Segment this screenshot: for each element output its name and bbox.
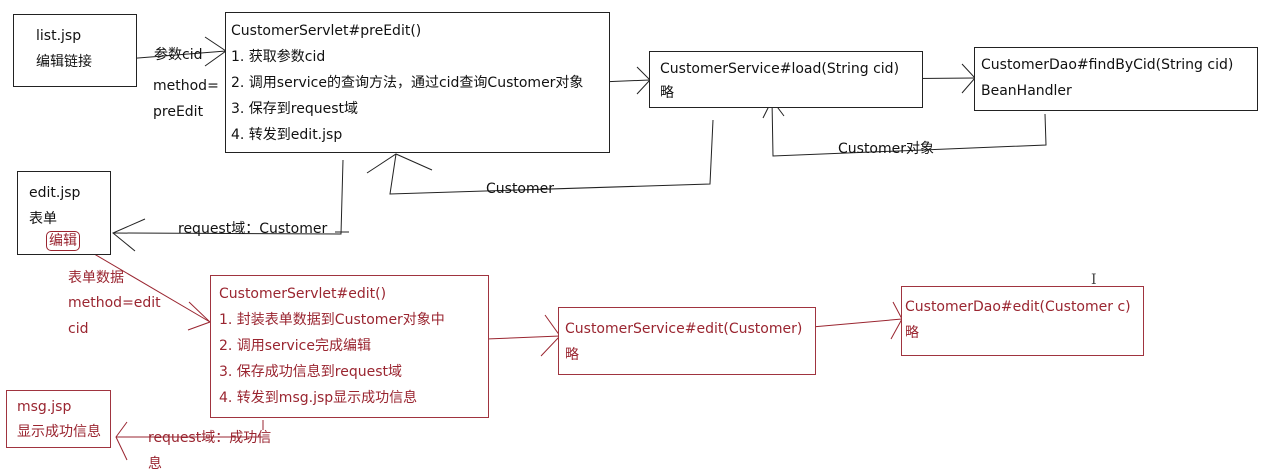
arrowhead [187, 301, 211, 331]
service-edit-box: CustomerService#edit(Customer) 略 [558, 307, 816, 375]
edit-button[interactable]: 编辑 [46, 231, 80, 251]
list-jsp-edit-link: 编辑链接 [36, 54, 92, 70]
label-form-data: 表单数据 [68, 270, 124, 286]
servlet-edit-title: CustomerServlet#edit() [219, 286, 387, 302]
edit-step: 1. 封装表单数据到Customer对象中 [219, 312, 445, 328]
label-request-customer: request域：Customer [178, 221, 328, 237]
edit-jsp-title: edit.jsp [29, 185, 81, 201]
label-param-cid: 参数cid [154, 47, 203, 63]
dao-find-body: BeanHandler [981, 83, 1072, 99]
service-edit-title: CustomerService#edit(Customer) [565, 321, 803, 337]
dao-find-title: CustomerDao#findByCid(String cid) [981, 57, 1234, 73]
servlet-preedit-box: CustomerServlet#preEdit() 1. 获取参数cid 2. … [225, 12, 610, 153]
label-method: method= [153, 78, 219, 94]
preedit-step: 3. 保存到request域 [231, 101, 359, 117]
service-load-body: 略 [660, 85, 674, 101]
text-cursor-icon: I [1091, 272, 1097, 288]
arrow-service-to-dao [811, 318, 903, 328]
edit-step: 2. 调用service完成编辑 [219, 338, 371, 354]
arrowhead [366, 153, 433, 174]
preedit-step: 4. 转发到edit.jsp [231, 127, 343, 143]
list-jsp-title: list.jsp [36, 28, 82, 44]
label-customer-object: Customer对象 [838, 141, 935, 157]
arrowhead [112, 218, 146, 252]
list-jsp-box: list.jsp 编辑链接 [13, 14, 137, 87]
service-load-title: CustomerService#load(String cid) [660, 61, 900, 77]
label-customer: Customer [486, 181, 555, 197]
arrowhead [204, 36, 227, 67]
msg-jsp-box: msg.jsp 显示成功信息 [6, 390, 111, 448]
edit-step: 4. 转发到msg.jsp显示成功信息 [219, 390, 418, 406]
dao-edit-box: CustomerDao#edit(Customer c) 略 [901, 286, 1144, 356]
dao-find-box: CustomerDao#findByCid(String cid) BeanHa… [974, 47, 1258, 111]
preedit-step: 2. 调用service的查询方法，通过cid查询Customer对象 [231, 75, 584, 91]
edit-jsp-form: 表单 [29, 211, 57, 227]
dao-edit-title: CustomerDao#edit(Customer c) [905, 299, 1131, 315]
edit-step: 3. 保存成功信息到request域 [219, 364, 403, 380]
service-edit-body: 略 [565, 347, 579, 363]
label-cid: cid [68, 321, 89, 337]
dao-edit-body: 略 [905, 325, 919, 341]
msg-jsp-title: msg.jsp [17, 399, 72, 415]
arrowhead [115, 421, 128, 461]
msg-jsp-body: 显示成功信息 [17, 424, 101, 440]
servlet-edit-box: CustomerServlet#edit() 1. 封装表单数据到Custome… [210, 275, 489, 418]
label-method-edit: method=edit [68, 295, 161, 311]
service-load-box: CustomerService#load(String cid) 略 [649, 51, 923, 108]
label-request-success: request域：成功信 [148, 430, 272, 446]
label-request-success-cont: 息 [148, 456, 162, 472]
arrow-servlet-to-service [485, 335, 561, 340]
preedit-step: 1. 获取参数cid [231, 49, 326, 65]
label-preedit: preEdit [153, 104, 204, 120]
servlet-preedit-title: CustomerServlet#preEdit() [231, 23, 422, 39]
